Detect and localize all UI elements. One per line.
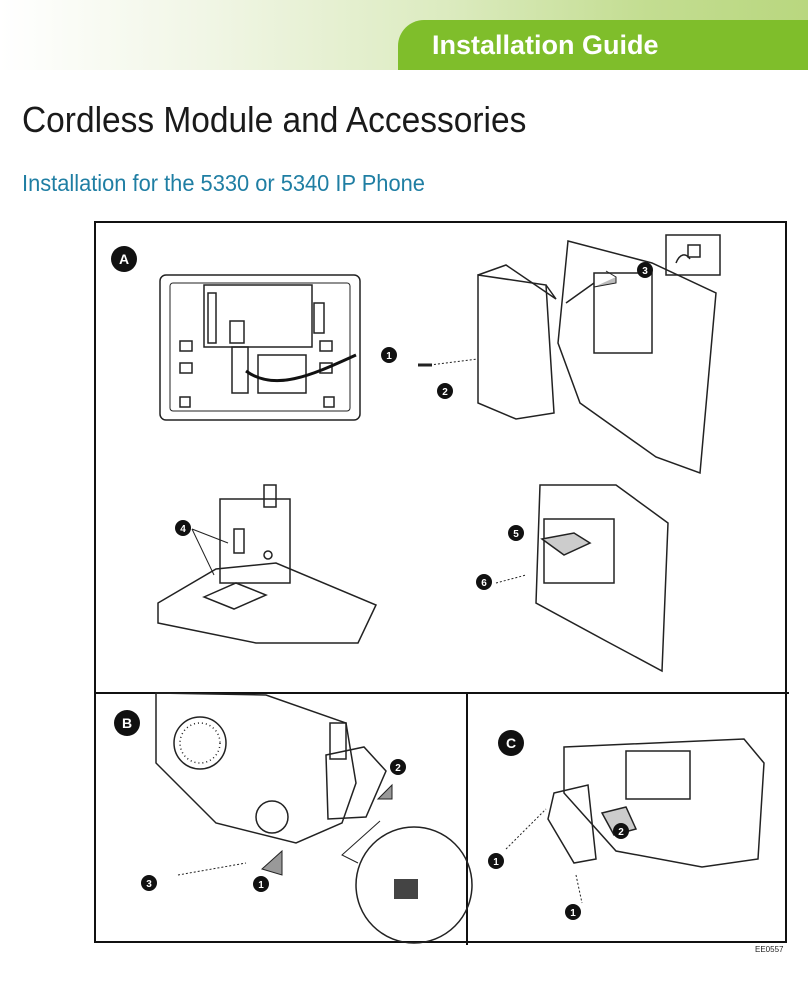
callout-a2: 2 (442, 387, 448, 398)
guide-tab (398, 20, 808, 70)
panel-c-label: C (506, 735, 516, 751)
figure-code: EE0557 (755, 945, 784, 954)
phone-module-latch-view (547, 738, 765, 868)
callout-a6: 6 (481, 578, 487, 589)
callout-b3: 3 (146, 879, 152, 890)
panel-a-label: A (119, 251, 129, 267)
callout-a4: 4 (180, 524, 186, 535)
installation-figure: 1 2 3 4 (94, 221, 789, 945)
callout-a5: 5 (513, 529, 519, 540)
callout-b2: 2 (395, 763, 401, 774)
phone-side-view (557, 234, 721, 475)
panel-c-marker (498, 730, 524, 756)
callout-a1: 1 (386, 351, 392, 362)
callout-c1-bottom: 1 (570, 908, 576, 919)
phone-board-view (157, 484, 378, 644)
callout-c2: 2 (618, 827, 624, 838)
callout-a3: 3 (642, 266, 648, 277)
guide-title: Installation Guide (432, 30, 659, 60)
phone-back-view (159, 274, 361, 421)
panel-b-marker (114, 710, 140, 736)
page-title: Cordless Module and Accessories (22, 99, 527, 140)
phone-module-view (535, 484, 669, 673)
module-cover (477, 264, 557, 420)
handset-detail-view (155, 692, 387, 844)
figure-drawing: 1 2 3 4 (96, 234, 789, 945)
panel-a-marker (111, 246, 137, 272)
page-subtitle: Installation for the 5330 or 5340 IP Pho… (22, 170, 425, 196)
zoom-detail-circle (355, 826, 473, 944)
panel-b-label: B (122, 715, 132, 731)
callout-c1-left: 1 (493, 857, 499, 868)
callout-b1: 1 (258, 880, 264, 891)
